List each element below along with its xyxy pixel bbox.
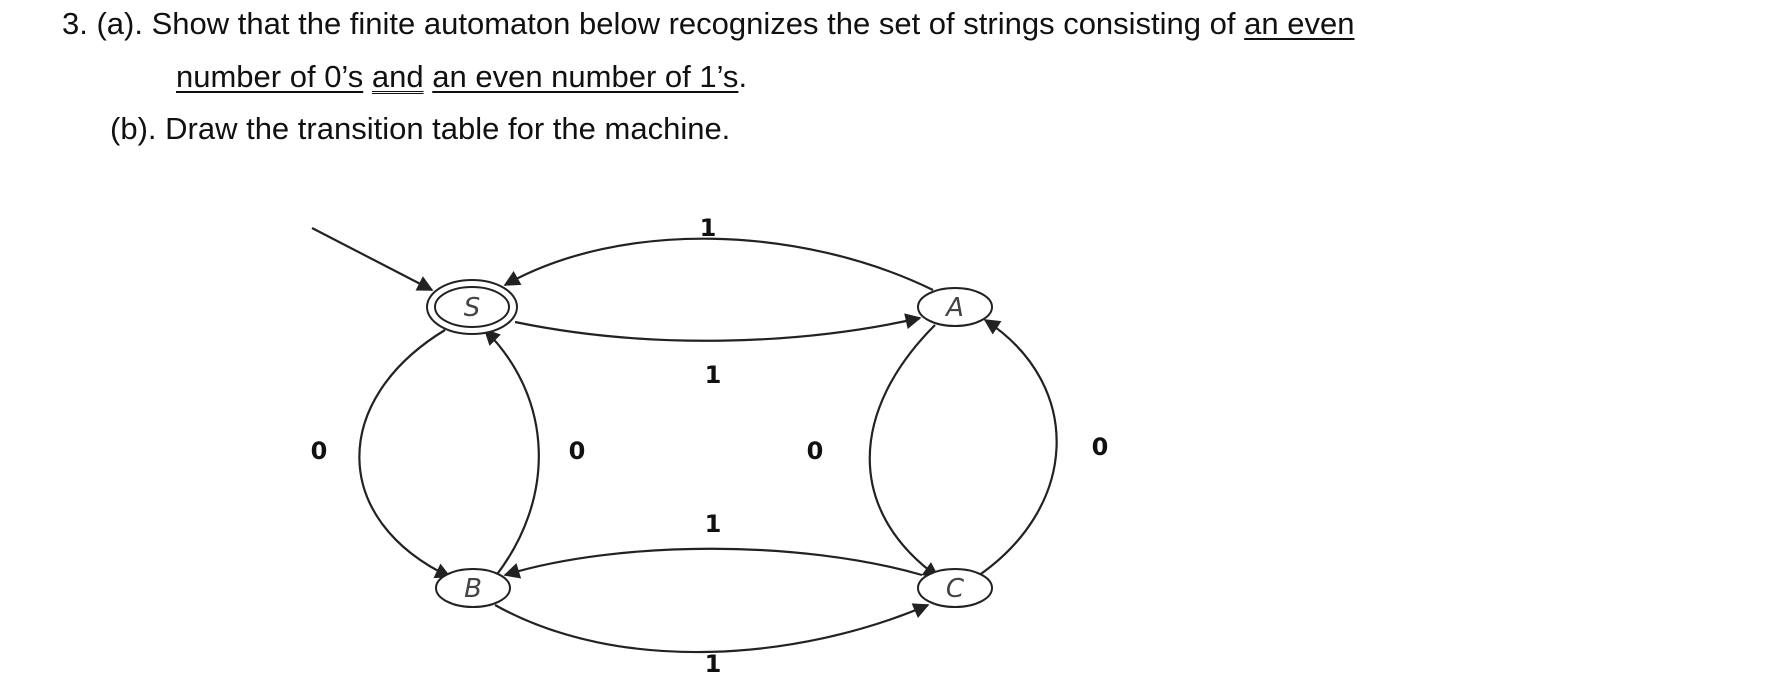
question-line-1: 3. (a). Show that the finite automaton b… — [62, 4, 1354, 44]
state-C: C — [917, 568, 993, 608]
label-S-A: 1 — [705, 361, 722, 389]
phrase-even-zeros-part1: an even — [1244, 6, 1355, 41]
start-arrow — [311, 227, 434, 291]
edge-S-B — [358, 329, 452, 579]
edge-B-S — [483, 328, 540, 578]
part-a-label: (a). — [96, 6, 143, 41]
label-A-C: 0 — [807, 437, 824, 465]
state-A-label: A — [944, 293, 964, 323]
state-C-label: C — [946, 574, 965, 604]
state-B: B — [435, 568, 511, 608]
label-B-C: 1 — [705, 650, 722, 678]
state-S: S — [426, 279, 518, 335]
edge-C-B — [503, 547, 923, 579]
part-b-label: (b). — [110, 111, 157, 146]
sentence-period: . — [738, 59, 748, 94]
edge-C-A — [971, 319, 1058, 581]
edge-A-S — [503, 237, 934, 291]
label-B-S: 0 — [569, 437, 586, 465]
part-a-text: Show that the finite automaton below rec… — [151, 6, 1236, 41]
question-number: 3. — [62, 6, 88, 41]
phrase-even-ones: an even number of 1’s — [432, 59, 739, 94]
label-C-A: 0 — [1092, 433, 1109, 461]
edge-A-C — [868, 324, 940, 578]
edge-S-A — [514, 313, 922, 342]
question-line-3: (b). Draw the transition table for the m… — [110, 109, 730, 149]
edge-B-C — [494, 603, 930, 654]
state-A: A — [917, 287, 993, 327]
state-S-label: S — [464, 293, 481, 323]
question-line-2: number of 0’s and an even number of 1’s. — [176, 57, 747, 97]
phrase-even-zeros-part2: number of 0’s — [176, 59, 364, 94]
label-A-S: 1 — [700, 214, 717, 242]
conjunction-and: and — [371, 59, 424, 94]
label-S-B: 0 — [311, 437, 328, 465]
part-b-text: Draw the transition table for the machin… — [165, 111, 731, 146]
label-C-B: 1 — [705, 510, 722, 538]
state-B-label: B — [464, 574, 482, 604]
